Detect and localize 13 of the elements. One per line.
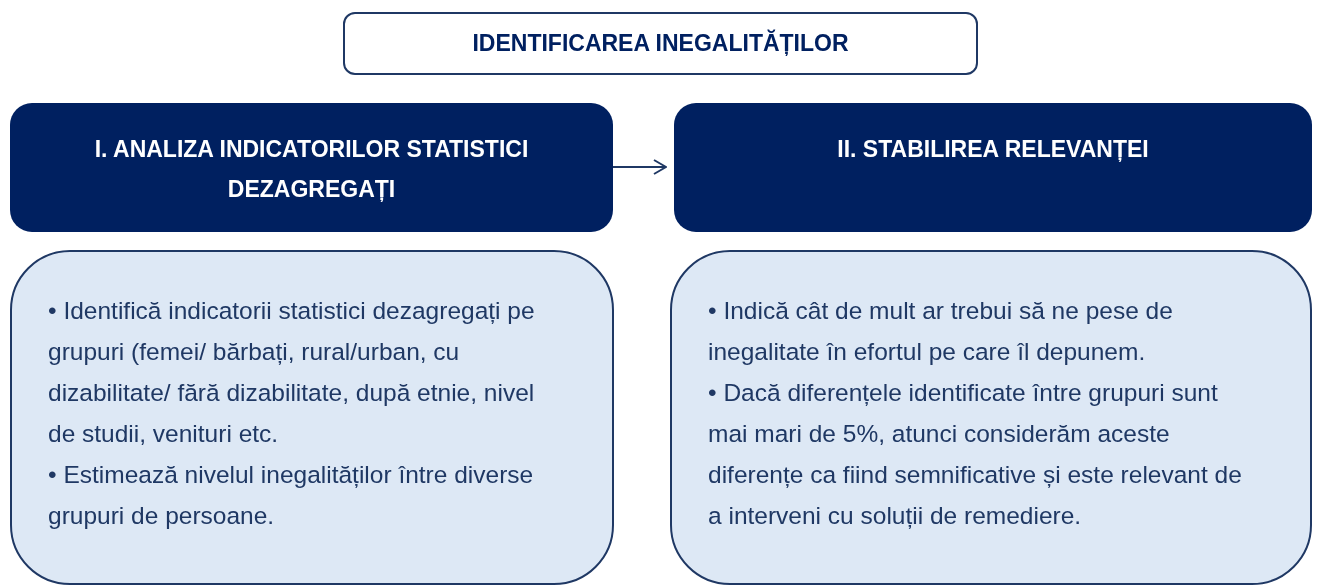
bullet-paragraph: • Identifică indicatorii statistici dezagregați pe grupuri (femei/ bărbați, rural/urban, cu dizabilitate/ fără dizabilitate, după etnie, nivel de studii, venituri etc. (48, 296, 536, 449)
arrow (612, 159, 667, 175)
title-box (343, 12, 978, 75)
bullet-paragraph: • Indică cât de mult ar trebui să ne pese de inegalitate în efortul pe care îl depunem. (708, 296, 1174, 367)
bullet-paragraph: • Dacă diferențele identificate între grupuri sunt mai mari de 5%, atunci considerăm aceste diferențe ca fiind semnificative și este relevant de a interveni cu soluții de remediere. (708, 378, 1243, 531)
content-box (670, 250, 1312, 585)
header-box (10, 103, 613, 232)
content-box (10, 250, 614, 585)
box-label: IDENTIFICAREA INEGALITĂȚILOR (472, 28, 849, 59)
header-box (674, 103, 1312, 232)
section-heading: II. STABILIREA RELEVANȚEI (837, 135, 1149, 164)
bullet-paragraph: • Estimează nivelul inegalităților între diverse grupuri de persoane. (48, 460, 535, 531)
section-heading: I. ANALIZA INDICATORILOR STATISTICI DEZAGREGAȚI (93, 135, 530, 204)
